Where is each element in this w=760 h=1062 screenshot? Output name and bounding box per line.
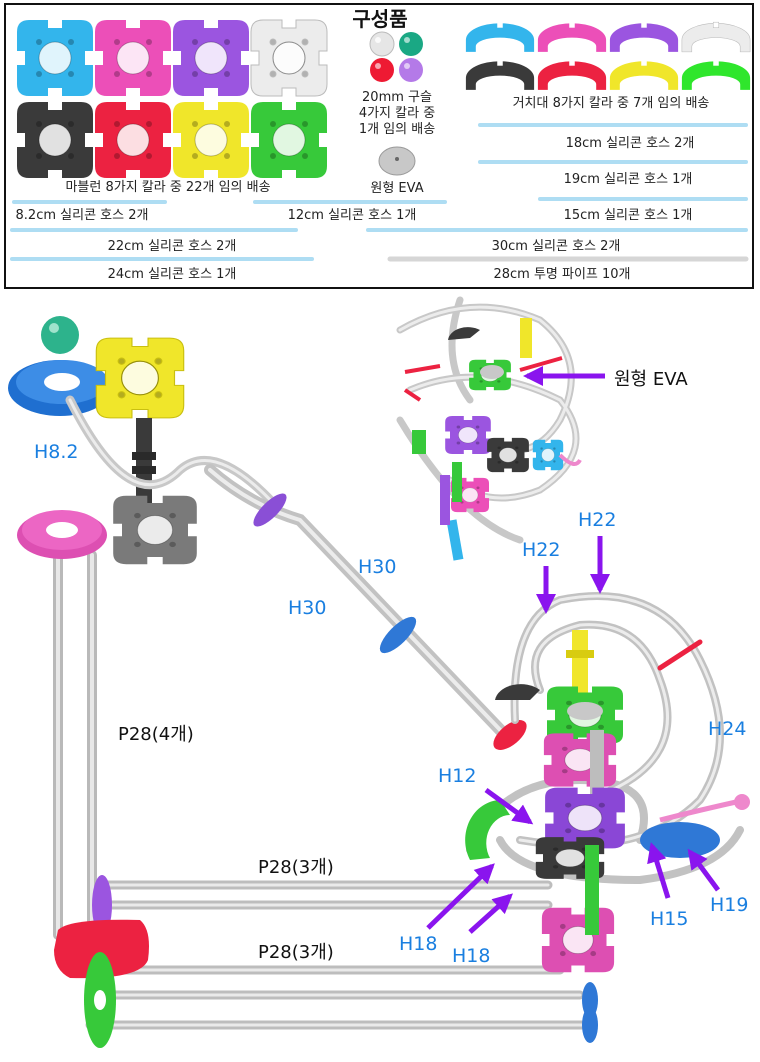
- label-h18-b: H18: [452, 945, 490, 967]
- ball-caption-3: 1개 임의 배송: [359, 122, 435, 137]
- piece-purple: [173, 20, 249, 96]
- label-h30-b: H30: [288, 597, 326, 619]
- label-h12: H12: [438, 765, 476, 787]
- label-h22-a: H22: [522, 539, 560, 561]
- parts-box: 구성품 마블런 8가지 칼라 중 22개 임의 배송 20mm 구슬 4가지 칼…: [5, 4, 753, 288]
- ball-caption-2: 4가지 칼라 중: [359, 106, 435, 121]
- vertical-pipes: [58, 555, 92, 935]
- parts-title: 구성품: [352, 7, 407, 31]
- hose-19cm: 19cm 실리콘 호스 1개: [564, 172, 693, 187]
- label-h19: H19: [710, 894, 748, 916]
- marble-caption: 마블런 8가지 칼라 중 22개 임의 배송: [65, 180, 270, 195]
- long-slope: [210, 470, 532, 756]
- piece-yellow: [173, 102, 249, 178]
- eva-disc: [379, 147, 415, 175]
- label-h24: H24: [708, 718, 746, 740]
- label-h8-2: H8.2: [34, 441, 79, 463]
- hose-18cm: 18cm 실리콘 호스 2개: [566, 136, 695, 151]
- assembly: H8.2 H30 H30 P28(4개) P28(3개) P28(3개) 원형 …: [8, 300, 750, 1048]
- hose-22cm: 22cm 실리콘 호스 2개: [108, 239, 237, 254]
- label-p28-3-top: P28(3개): [258, 857, 334, 878]
- inset-detail: [400, 300, 580, 561]
- piece-green: [251, 102, 327, 178]
- label-h22-b: H22: [578, 509, 616, 531]
- piece-black: [17, 102, 93, 178]
- label-h15: H15: [650, 908, 688, 930]
- piece-blue: [17, 20, 93, 96]
- label-eva: 원형 EVA: [614, 369, 688, 390]
- support-caption: 거치대 8가지 칼라 중 7개 임의 배송: [513, 96, 710, 111]
- hose-8-2cm: 8.2cm 실리콘 호스 2개: [16, 208, 149, 223]
- horizontal-pipes: [90, 885, 585, 1025]
- ball-caption-1: 20mm 구슬: [362, 90, 432, 105]
- label-p28-4: P28(4개): [118, 724, 194, 745]
- hose-15cm: 15cm 실리콘 호스 1개: [564, 208, 693, 223]
- piece-red: [95, 102, 171, 178]
- hose-12cm: 12cm 실리콘 호스 1개: [288, 208, 417, 223]
- piece-white: [251, 20, 327, 96]
- label-p28-3-bottom: P28(3개): [258, 942, 334, 963]
- eva-caption: 원형 EVA: [370, 181, 423, 196]
- ball: [41, 316, 79, 354]
- label-h30-a: H30: [358, 556, 396, 578]
- label-h18-a: H18: [399, 933, 437, 955]
- spiral-tower: [465, 596, 750, 1043]
- hose-24cm: 24cm 실리콘 호스 1개: [108, 267, 237, 282]
- pipe-28cm: 28cm 투명 파이프 10개: [493, 267, 630, 282]
- piece-pink: [95, 20, 171, 96]
- hose-30cm: 30cm 실리콘 호스 2개: [492, 239, 621, 254]
